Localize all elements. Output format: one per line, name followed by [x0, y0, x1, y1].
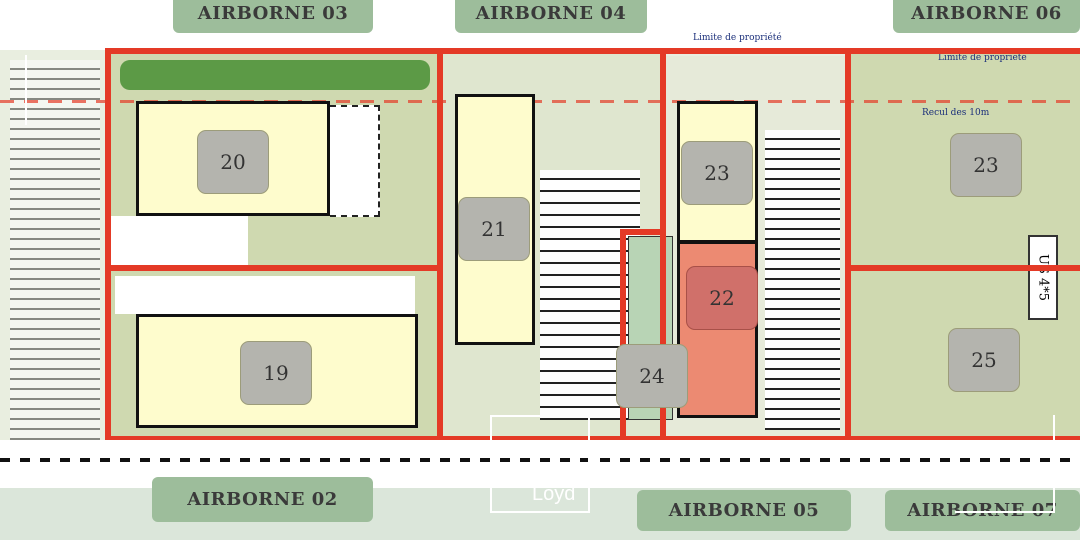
lot-badge-25[interactable]: 25 [948, 328, 1020, 392]
property-note-right: Limite de propriété [938, 53, 1027, 63]
road-marking [0, 458, 1080, 462]
boundary-24-top [620, 229, 666, 235]
setback-note: Recul des 10m [922, 108, 990, 118]
label-airborne-07[interactable]: AIRBORNE 07 [885, 490, 1080, 531]
corner-bracket-left [25, 55, 27, 125]
label-airborne-06[interactable]: AIRBORNE 06 [893, 0, 1080, 33]
parking-19 [115, 276, 415, 314]
courtyard [108, 216, 248, 268]
lot-badge-19[interactable]: 19 [240, 341, 312, 405]
lot-badge-24[interactable]: 24 [616, 344, 688, 408]
boundary-19-20 [105, 265, 443, 271]
boundary-top [105, 48, 1080, 54]
boundary-23b [845, 48, 851, 442]
parking-left [10, 60, 100, 440]
label-airborne-04[interactable]: AIRBORNE 04 [455, 0, 647, 33]
lot-badge-23[interactable]: 23 [681, 141, 753, 205]
boundary-22 [660, 52, 666, 442]
label-airborne-02[interactable]: AIRBORNE 02 [152, 477, 373, 522]
label-airborne-05[interactable]: AIRBORNE 05 [637, 490, 851, 531]
logo-line2: Loyd [532, 483, 576, 505]
parking-22 [765, 130, 840, 430]
lot-badge-20[interactable]: 20 [197, 130, 269, 194]
boundary-left [105, 48, 111, 442]
boundary-24-left [620, 229, 626, 442]
logo-line1: Arthur [502, 465, 557, 487]
property-line [0, 100, 1080, 103]
lot-badge-21[interactable]: 21 [458, 197, 530, 261]
label-airborne-03[interactable]: AIRBORNE 03 [173, 0, 373, 33]
road-sign: US 4*5 [1028, 235, 1058, 320]
lot-badge-22[interactable]: 22 [686, 266, 758, 330]
boundary-23b-25 [845, 265, 1080, 271]
paved-area [330, 105, 380, 217]
boundary-21 [437, 48, 443, 442]
hedge [120, 60, 430, 90]
lot-badge-23b[interactable]: 23 [950, 133, 1022, 197]
corner-bracket [955, 415, 1055, 513]
arthur-loyd-logo: Arthur Loyd [490, 415, 590, 513]
property-note: Limite de propriété [693, 33, 782, 43]
boundary-bottom [105, 436, 1080, 442]
